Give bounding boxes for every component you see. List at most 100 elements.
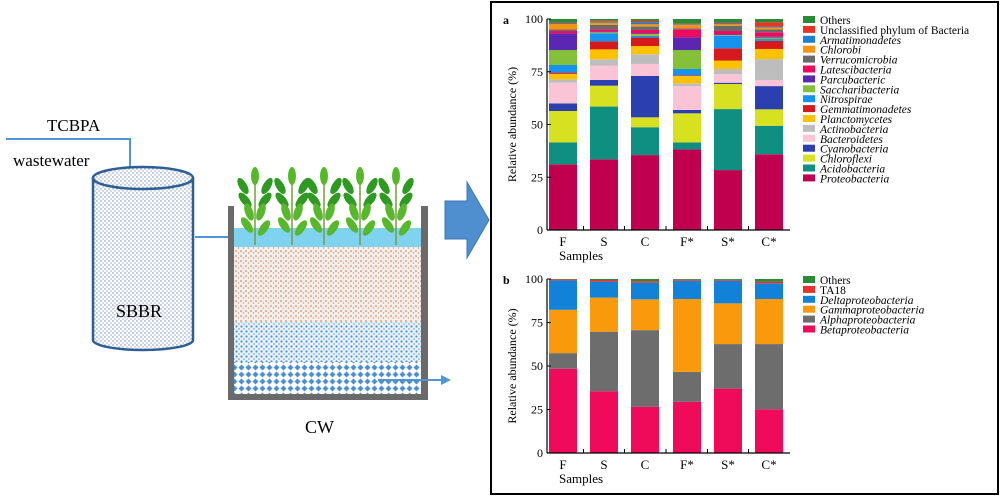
bar-segment — [549, 279, 577, 281]
plant-leaf — [251, 167, 259, 185]
bar-segment — [631, 282, 659, 300]
bar-segment — [755, 19, 783, 23]
x-axis-label: Samples — [559, 471, 603, 486]
legend-label: Cyanobacteria — [820, 144, 889, 156]
bar-segment — [631, 299, 659, 331]
bar-segment — [631, 330, 659, 407]
legend-label: Chloroflexi — [820, 154, 872, 166]
legend-label: Parcubacteric — [819, 74, 885, 86]
plant-leaf — [330, 177, 342, 195]
bar-segment — [549, 309, 577, 354]
bar-segment — [590, 391, 618, 453]
legend-swatch — [803, 144, 815, 152]
bar-segment — [755, 154, 783, 230]
bar-segment — [549, 79, 577, 83]
bar-segment — [714, 22, 742, 24]
bar-segment — [755, 22, 783, 27]
bar-segment — [631, 117, 659, 128]
x-tick-label: S* — [721, 457, 735, 472]
x-tick-label: C — [641, 457, 650, 472]
bar-segment — [714, 48, 742, 61]
bar-segment — [714, 34, 742, 36]
bar-segment — [549, 19, 577, 23]
plant-leaf — [295, 192, 309, 208]
plant-leaf — [288, 167, 296, 185]
bar-segment — [631, 155, 659, 230]
plant-leaf — [309, 217, 323, 233]
bar-segment — [590, 20, 618, 22]
bar-segment — [673, 371, 701, 402]
x-tick-label: F* — [680, 234, 694, 249]
bar-segment — [755, 279, 783, 282]
bar-segment — [714, 344, 742, 389]
bar-segment — [549, 50, 577, 65]
bar-segment — [631, 33, 659, 34]
bar-segment — [673, 280, 701, 300]
bar-segment — [590, 59, 618, 66]
bar-segment — [549, 64, 577, 73]
bar-segment — [631, 281, 659, 283]
bar-segment — [549, 33, 577, 51]
bar-segment — [755, 409, 783, 453]
bar-segment — [673, 19, 701, 24]
bar-segment — [590, 331, 618, 392]
bar-segment — [755, 29, 783, 33]
bar-segment — [590, 65, 618, 80]
plant-leaf — [277, 217, 291, 233]
bar-segment — [755, 59, 783, 80]
plant-leaf — [261, 177, 273, 195]
bar-segment — [590, 22, 618, 25]
legend-label: Unclassified phylum of Bacteria — [820, 25, 969, 37]
bar-segment — [714, 25, 742, 32]
legend-label: Others — [820, 275, 851, 287]
plant-leaf — [244, 203, 254, 221]
bar-segment — [755, 344, 783, 410]
legend-label: Actinobacteria — [819, 124, 889, 136]
bar-segment — [755, 27, 783, 30]
legend-label: Betaproteobacteria — [820, 325, 909, 337]
bar-segment — [590, 159, 618, 230]
plant-leaf — [378, 177, 390, 195]
bar-segment — [673, 279, 701, 280]
bar-segment — [590, 297, 618, 332]
y-tick-label: 0 — [537, 223, 543, 237]
plant-leaf — [320, 167, 328, 185]
bar-segment — [631, 46, 659, 55]
bar-segment — [631, 75, 659, 118]
bar-segment — [549, 280, 577, 310]
y-tick-label: 25 — [531, 403, 543, 417]
bar-segment — [755, 281, 783, 284]
bar-segment — [673, 50, 701, 70]
bar-segment — [673, 113, 701, 143]
wetland-label: CW — [305, 417, 334, 437]
bar-segment — [755, 125, 783, 155]
bar-segment — [714, 303, 742, 345]
bar-segment — [714, 19, 742, 23]
bar-segment — [673, 279, 701, 281]
bar-segment — [673, 109, 701, 114]
bar-segment — [590, 41, 618, 50]
bar-segment — [714, 60, 742, 70]
x-tick-label: S* — [721, 234, 735, 249]
plant-leaf — [326, 220, 340, 236]
plant-leaf — [342, 177, 354, 195]
legend-swatch — [803, 154, 815, 162]
bar-segment — [631, 33, 659, 36]
legend-label: Deltaproteobacteria — [819, 295, 914, 307]
plant-leaf — [361, 203, 371, 221]
legend-swatch — [803, 65, 815, 73]
bar-segment — [673, 24, 701, 29]
y-tick-label: 75 — [531, 65, 543, 79]
legend-label: Acidobacteria — [819, 164, 885, 176]
bar-segment — [673, 401, 701, 453]
bar-segment — [673, 69, 701, 76]
bar-segment — [590, 281, 618, 298]
y-tick-label: 50 — [531, 359, 543, 373]
bar-segment — [549, 22, 577, 24]
bar-segment — [673, 86, 701, 110]
bar-segment — [590, 33, 618, 42]
bar-segment — [714, 170, 742, 230]
legend-label: Saccharibacteria — [820, 84, 899, 96]
